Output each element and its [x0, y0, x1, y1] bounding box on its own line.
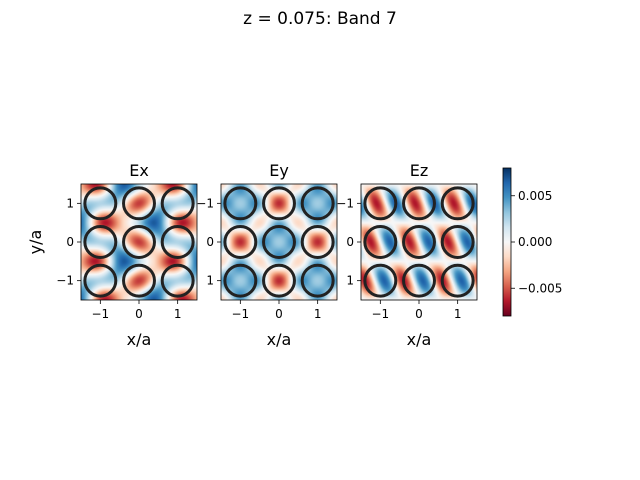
colorbar-ticks: −0.005 0.000 0.005: [511, 189, 562, 295]
y-tick-label: 1: [346, 274, 354, 288]
ticks-ex: −1 0 1 −1 0 1: [56, 196, 181, 321]
heatmap-ez: [361, 184, 477, 300]
panel-title-ex: Ex: [129, 161, 149, 180]
panel-title-ez: Ez: [410, 161, 429, 180]
rod-outline: [440, 186, 475, 221]
panel-title-ey: Ey: [269, 161, 289, 180]
rod-outline: [262, 225, 296, 259]
rod-outline: [223, 263, 258, 298]
rod-outline: [440, 263, 475, 298]
y-tick-label: 0: [346, 235, 354, 249]
x-tick-label: −1: [91, 307, 109, 321]
x-tick-label: 0: [135, 307, 143, 321]
panel-ez: Ez −1 0 1 1 0 −1 x/a: [336, 161, 478, 349]
rod-outline: [300, 225, 335, 259]
rod-outline: [83, 186, 118, 221]
rod-outline: [83, 263, 118, 298]
rod-outline: [262, 186, 296, 221]
heatmap-ex: [81, 184, 197, 300]
colorbar-gradient: [502, 167, 512, 317]
y-tick-label: 1: [66, 196, 74, 210]
panel-ey: Ey −1 0 1 1 0 −1 x/a: [196, 161, 338, 349]
y-tick-label: 1: [206, 274, 214, 288]
ticks-ez: −1 0 1 1 0 −1: [336, 196, 461, 321]
rod-outline: [262, 263, 296, 298]
colorbar-tick-label: −0.005: [518, 281, 562, 295]
rod-outline: [363, 263, 398, 298]
rod-outlines-ez: [363, 186, 475, 298]
rod-outline: [402, 186, 436, 221]
rod-outline: [160, 263, 195, 298]
rod-outline: [402, 225, 436, 259]
x-tick-label: 0: [275, 307, 283, 321]
rod-outline: [300, 263, 335, 298]
y-tick-label: −1: [336, 196, 354, 210]
x-tick-label: 1: [454, 307, 462, 321]
rod-outlines-ey: [223, 186, 335, 298]
rod-outline: [363, 225, 398, 259]
rod-outline: [402, 263, 436, 298]
x-tick-label: 1: [174, 307, 182, 321]
xlabel-ey: x/a: [267, 330, 292, 349]
figure-title: z = 0.075: Band 7: [243, 9, 397, 29]
x-tick-label: −1: [371, 307, 389, 321]
rod-outline: [223, 186, 258, 221]
colorbar: −0.005 0.000 0.005: [502, 167, 562, 317]
ylabel-ex: y/a: [26, 230, 45, 255]
y-tick-label: −1: [56, 274, 74, 288]
rod-outline: [440, 225, 475, 259]
ticks-ey: −1 0 1 1 0 −1: [196, 196, 321, 321]
xlabel-ez: x/a: [407, 330, 432, 349]
panel-ex: Ex −1 0 1 −1 0 1 x/a y/a: [26, 161, 198, 349]
x-tick-label: 0: [415, 307, 423, 321]
y-tick-label: 0: [66, 235, 74, 249]
rod-outline: [300, 186, 335, 221]
x-tick-label: 1: [314, 307, 322, 321]
rod-outline: [160, 225, 195, 259]
rod-outline: [122, 225, 156, 259]
colorbar-tick-label: 0.000: [518, 235, 552, 249]
x-tick-label: −1: [231, 307, 249, 321]
rod-outline: [122, 263, 156, 298]
rod-outlines-ex: [83, 186, 195, 298]
rod-outline: [363, 186, 398, 221]
heatmap-ey: [221, 184, 337, 300]
y-tick-label: 0: [206, 235, 214, 249]
rod-outline: [160, 186, 195, 221]
xlabel-ex: x/a: [127, 330, 152, 349]
rod-outline: [223, 225, 258, 259]
rod-outline: [122, 186, 156, 221]
y-tick-label: −1: [196, 196, 214, 210]
rod-outline: [83, 225, 118, 259]
colorbar-tick-label: 0.005: [518, 189, 552, 203]
